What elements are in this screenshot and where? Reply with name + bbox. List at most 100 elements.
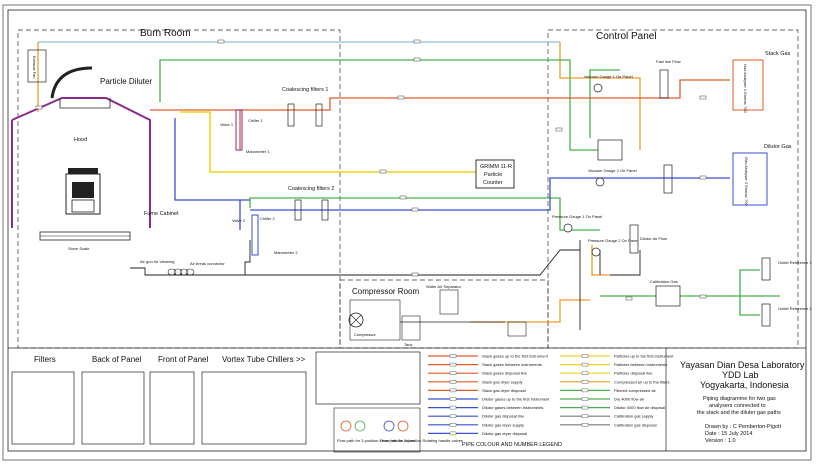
title-desc-3: the stack and the diluter gas paths	[697, 410, 781, 416]
filtered-air-pipe-4	[600, 269, 780, 316]
legend-tag	[581, 354, 589, 358]
compressor-drain-box	[507, 321, 527, 337]
filter-2a-icon	[294, 199, 302, 221]
air-tank-icon	[401, 315, 421, 341]
filtered-air-pipe-1	[159, 59, 600, 151]
stack-gas-pipe	[150, 79, 730, 150]
outlet-reference-1-label: Outlet Reference 1	[778, 260, 812, 265]
legend-entry: Stack gases disposal line	[482, 371, 528, 376]
legend-entry: Dilutor 4000 flow air disposal	[614, 405, 665, 410]
filters-panel-box	[11, 371, 75, 445]
lever-valve-note: Flow path for 3 position Lever handle va…	[337, 438, 415, 443]
gas-analyser-2-label: Gas Analyser 2 Enerac 700	[744, 157, 749, 206]
calibration-gas-valve-2	[655, 285, 681, 307]
legend-entry: Filtered compressed air	[614, 388, 656, 393]
coalescing-filters-2-label: Coalescing filters 2	[288, 186, 334, 192]
legend-tag	[449, 431, 457, 436]
gas-analyser-1-label: Gas Analyser 1 Enerac 700	[743, 64, 748, 113]
legend-entry: Dilutor gases up to the first instrument	[482, 397, 550, 402]
tank-label: Tank	[404, 342, 412, 347]
legend-tag	[581, 380, 589, 384]
calibration-gas-label: Calibration Gas	[650, 279, 678, 284]
legend-tag	[581, 423, 589, 427]
grimm-particle-counter-box	[475, 159, 515, 189]
filters-panel-title: Filters	[34, 355, 56, 364]
manometer-2-label: Manometer 2	[274, 250, 298, 255]
legend-tag	[449, 405, 457, 410]
title-desc-1: Piping diagramme for two gas	[703, 396, 776, 402]
chiller-2-icon	[251, 214, 259, 256]
spare-panel-box	[315, 351, 421, 405]
exhaust-fan-box	[27, 49, 47, 83]
vacuum-gauge-1-label: Vacuum Gauge 1 On Panel	[584, 74, 633, 79]
legend-entry: Particles between instruments	[614, 362, 667, 367]
control-panel-label: Control Panel	[596, 31, 657, 42]
calibration-gas-valve-1	[597, 139, 623, 161]
flowmeter-1-icon	[659, 69, 669, 99]
air-gun-label: Air gun for cleaning	[140, 259, 174, 264]
pressure-gauge-1-icon	[563, 223, 573, 233]
title-city: Yogyakarta, Indonesia	[700, 380, 789, 390]
compressor-box	[349, 299, 401, 341]
burn-room-label: Burn Room	[140, 28, 191, 39]
hood-label: Hood	[74, 137, 87, 143]
title-date: Date : 15 July 2014	[705, 431, 752, 437]
air-break-label: Air break connector	[190, 261, 225, 266]
lever-valve-sketch	[340, 420, 409, 432]
legend-tag	[449, 397, 457, 401]
compressor-label: Compressor	[354, 332, 376, 337]
legend-tag	[581, 362, 589, 367]
legend-entry: Stack gases up to the first instrument	[482, 354, 549, 359]
legend-entry: Compressed air up to the filters	[614, 379, 670, 384]
stove-icon	[65, 168, 101, 215]
legend-tag	[449, 414, 457, 418]
legend-entry: Dilutor gas dryer disposal	[482, 431, 527, 436]
water-separator-icon	[439, 289, 459, 315]
grimm-label-3: Counter	[483, 180, 503, 186]
compressed-air-pipe-bottom	[470, 299, 590, 323]
legend-tag	[449, 380, 457, 384]
stove-scale-label: Stove Scale	[68, 246, 90, 251]
stack-gas-label: Stack Gas	[765, 51, 791, 57]
compressor-room-label: Compressor Room	[352, 287, 419, 296]
filtered-air-pipe-3	[249, 197, 600, 231]
legend-entry: Dry 4000 flow air	[614, 397, 645, 402]
filter-1b-icon	[315, 103, 323, 127]
flowmeter-3-icon	[629, 224, 639, 254]
vortex-tube-chillers-title: Vortex Tube Chillers >>	[222, 355, 305, 364]
outlet-reference-1-icon	[761, 257, 771, 281]
flowmeter-2-icon	[663, 164, 673, 194]
compressed-air-pipe-top	[37, 42, 641, 150]
legend-entry: Particles up to the first instrument	[614, 354, 674, 359]
rotating-valve-note: Flow path for 3 position Rotating handle…	[380, 438, 463, 443]
particle-diluter-label: Particle Diluter	[100, 77, 152, 86]
legend-tag	[581, 371, 589, 375]
front-of-panel-title: Front of Panel	[158, 355, 208, 364]
hood-collar	[59, 98, 111, 109]
pipe-legend: Stack gases up to the first instrumentSt…	[428, 354, 674, 436]
legend-entry: Dilutor gases between instruments	[482, 405, 543, 410]
legend-tag	[449, 371, 457, 375]
legend-tag	[581, 388, 589, 393]
air-hose-coil	[167, 268, 195, 276]
legend-tag	[581, 414, 589, 418]
outlet-reference-2-label: Outlet Reference 2	[778, 306, 812, 311]
fume-cabinet-label: Fume Cabinet	[144, 211, 179, 217]
legend-entry: Dilutor gas disposal line	[482, 414, 525, 419]
legend-tag	[581, 405, 589, 410]
filter-2b-icon	[321, 199, 329, 221]
manometer-1-label: Manometer 1	[246, 149, 270, 154]
back-of-panel-title: Back of Panel	[92, 355, 142, 364]
outlet-reference-2-icon	[761, 303, 771, 327]
valve-flow-path-box	[333, 407, 421, 453]
chiller-1-icon	[235, 109, 243, 151]
particle-pipe	[180, 111, 480, 173]
chiller-2-label: Chiller 2	[260, 216, 275, 221]
filter-1a-icon	[287, 103, 295, 127]
legend-tag	[449, 388, 457, 393]
legend-entry: Stack gas dryer supply	[482, 379, 522, 384]
drawing-frame	[7, 9, 807, 452]
filtered-air-pipe-2	[589, 69, 620, 138]
water-air-separator-label: Water Air Separator	[426, 284, 462, 289]
